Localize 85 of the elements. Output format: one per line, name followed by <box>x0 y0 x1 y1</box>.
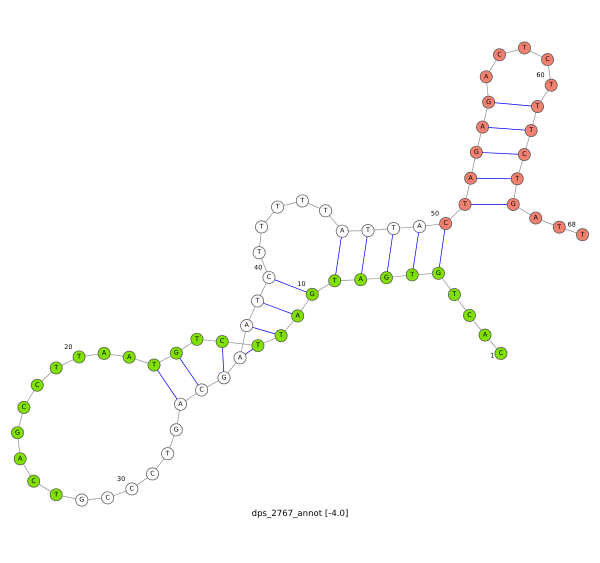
connector <box>526 136 530 149</box>
connector <box>418 273 433 275</box>
connector <box>494 102 532 106</box>
connector <box>488 127 526 130</box>
connector <box>203 340 216 342</box>
connector <box>477 132 482 147</box>
connector <box>263 302 292 314</box>
connector <box>265 211 274 222</box>
connector <box>486 82 488 96</box>
connector <box>62 496 76 500</box>
connector <box>85 354 98 356</box>
connector <box>366 278 381 280</box>
connector <box>26 390 34 402</box>
connector <box>169 436 174 448</box>
connector <box>400 226 414 228</box>
connector <box>488 340 498 350</box>
connector <box>518 207 531 216</box>
connector <box>222 348 224 372</box>
connector <box>185 393 197 402</box>
connector <box>159 356 172 362</box>
connector <box>505 49 519 54</box>
connector <box>361 236 368 274</box>
connector <box>228 362 237 374</box>
connector <box>41 372 52 382</box>
connector <box>23 464 31 476</box>
connector <box>157 370 178 400</box>
connector <box>284 320 294 332</box>
connector <box>244 348 254 355</box>
connector <box>248 306 256 320</box>
connector <box>540 90 548 102</box>
connector <box>548 65 551 80</box>
connector <box>329 215 339 227</box>
connector <box>18 413 23 428</box>
connector <box>564 228 577 234</box>
connector <box>386 234 394 272</box>
connector <box>530 50 542 58</box>
connector <box>442 278 452 290</box>
connector <box>348 230 362 232</box>
connector <box>134 358 148 364</box>
connector <box>113 490 126 496</box>
connector <box>472 158 476 173</box>
connector <box>532 112 536 125</box>
connector <box>484 108 488 122</box>
connector <box>518 160 523 174</box>
connector <box>88 498 102 500</box>
connector <box>473 320 482 330</box>
connector <box>181 342 192 350</box>
connector <box>374 228 388 230</box>
connector <box>470 204 508 205</box>
connector <box>206 380 219 388</box>
connector <box>18 438 20 453</box>
connector <box>340 280 355 281</box>
connector <box>176 410 180 424</box>
connector <box>261 258 268 272</box>
connector <box>317 284 330 292</box>
connector <box>38 484 52 492</box>
connector <box>240 331 246 352</box>
connector <box>541 220 554 226</box>
connector <box>179 358 198 386</box>
connector <box>489 60 497 72</box>
connector <box>514 184 517 199</box>
connector <box>450 208 461 220</box>
connector <box>274 279 307 292</box>
connector <box>156 458 164 470</box>
connector <box>335 236 342 276</box>
connector <box>466 184 470 199</box>
connector <box>260 282 267 296</box>
connector <box>283 202 297 206</box>
caption: dps_2767_annot [-4.0] <box>252 508 348 519</box>
connector <box>110 354 124 357</box>
connector <box>425 224 440 226</box>
connector <box>61 359 74 366</box>
connector <box>252 326 276 334</box>
connector <box>136 477 148 486</box>
connector <box>308 202 320 209</box>
connector <box>259 232 262 247</box>
connector <box>439 229 446 268</box>
connector <box>482 152 519 155</box>
connector <box>412 232 419 270</box>
connector <box>458 299 466 311</box>
connector <box>300 299 310 312</box>
connector <box>476 178 512 180</box>
connector <box>228 342 252 346</box>
connector <box>392 275 406 278</box>
connector <box>263 338 276 344</box>
